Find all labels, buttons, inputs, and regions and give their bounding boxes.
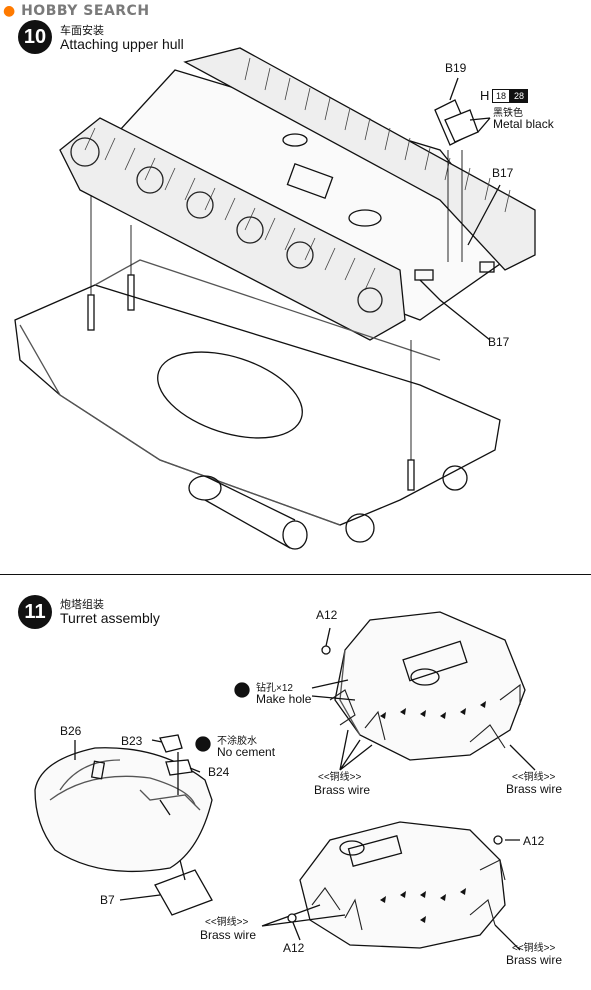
step-11-title-cn: 炮塔组装 bbox=[60, 599, 104, 611]
paint-code-h: H bbox=[480, 88, 490, 103]
copper-wire-cn-2: <<铜线>> bbox=[512, 772, 556, 783]
label-b26: B26 bbox=[60, 724, 82, 738]
copper-wire-cn-3: <<铜线>> bbox=[205, 917, 249, 928]
label-a12-bottom: A12 bbox=[283, 941, 305, 955]
label-b7: B7 bbox=[100, 893, 115, 907]
step-10-title-en: Attaching upper hull bbox=[60, 36, 184, 52]
no-cement-en: No cement bbox=[217, 745, 276, 759]
brass-wire-label-3: Brass wire bbox=[200, 928, 257, 942]
label-a12-top: A12 bbox=[316, 608, 338, 622]
brass-wire-label-4: Brass wire bbox=[506, 953, 563, 967]
label-a12-right: A12 bbox=[523, 834, 545, 848]
label-b23: B23 bbox=[121, 734, 143, 748]
label-b24: B24 bbox=[208, 765, 230, 779]
paint-number-18: 18 bbox=[492, 89, 510, 103]
step-11-badge: 11 bbox=[18, 595, 52, 629]
step-10-badge: 10 bbox=[18, 20, 52, 54]
make-hole-en: Make hole bbox=[256, 692, 312, 706]
make-hole-cn: 钻孔×12 bbox=[256, 683, 293, 694]
copper-wire-cn-1: <<铜线>> bbox=[318, 772, 362, 783]
brass-wire-label-1: Brass wire bbox=[314, 783, 371, 797]
step-11-title-en: Turret assembly bbox=[60, 610, 160, 626]
section-divider bbox=[0, 574, 591, 575]
no-cement-cn: 不涂胶水 bbox=[217, 736, 257, 747]
brass-wire-label-2: Brass wire bbox=[506, 782, 563, 796]
paint-number-28: 28 bbox=[510, 89, 528, 103]
upper-hull-assembly-drawing bbox=[14, 47, 536, 550]
label-b19: B19 bbox=[445, 61, 467, 75]
copper-wire-cn-4: <<铜线>> bbox=[512, 943, 556, 954]
paint-name-cn: 黑铁色 bbox=[493, 108, 523, 119]
label-b17-lower: B17 bbox=[488, 335, 510, 349]
step-10-title-cn: 车面安装 bbox=[60, 25, 104, 37]
watermark: ● HOBBY SEARCH bbox=[3, 3, 150, 19]
paint-name-en: Metal black bbox=[493, 117, 554, 131]
label-b17-right: B17 bbox=[492, 166, 514, 180]
